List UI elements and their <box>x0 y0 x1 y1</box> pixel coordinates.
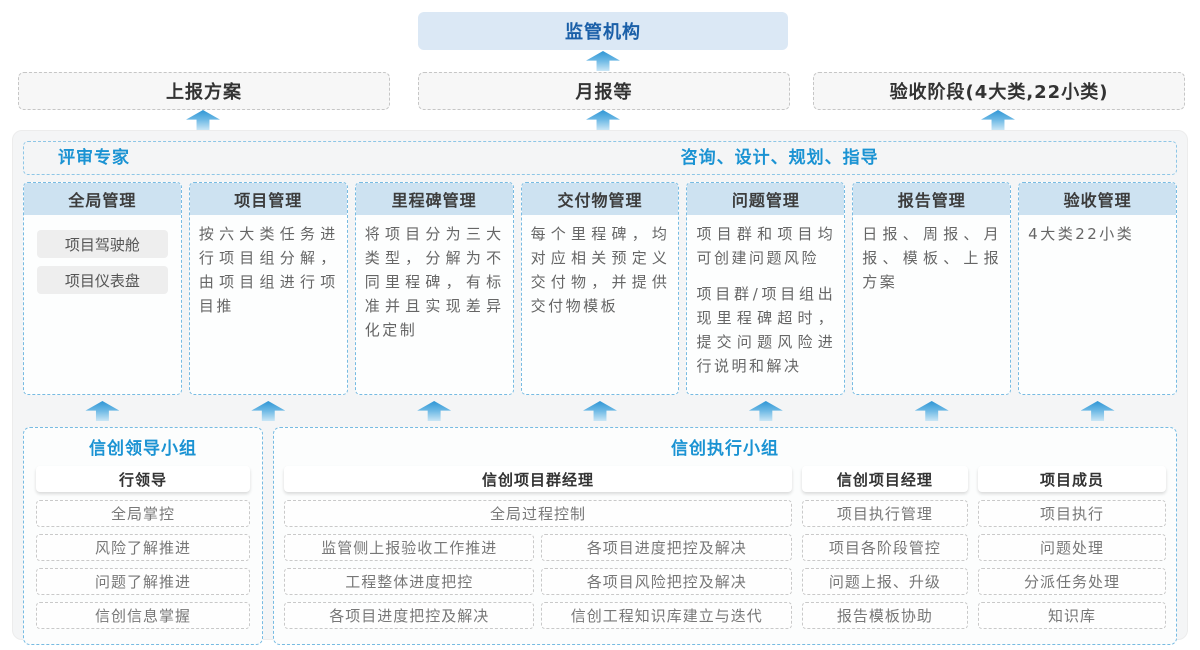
lead-group-items: 全局掌控风险了解推进问题了解推进信创信息掌握 <box>34 500 252 629</box>
task-item: 分派任务处理 <box>977 568 1167 595</box>
task-list: 项目执行管理项目各阶段管控问题上报、升级报告模板协助 <box>801 500 968 629</box>
column-title: 项目管理 <box>189 183 347 215</box>
column-text: 将项目分为三大类型，分解为不同里程碑，有标准并且实现差异化定制 <box>364 225 504 339</box>
role-header: 信创项目群经理 <box>284 466 792 492</box>
task-item: 信创工程知识库建立与迭代 <box>541 602 792 629</box>
arrow-cell <box>1018 401 1177 423</box>
task-list: 项目执行问题处理分派任务处理知识库 <box>977 500 1167 629</box>
column-body: 项目驾驶舱项目仪表盘 <box>24 215 181 394</box>
role-header: 信创项目经理 <box>801 466 968 492</box>
task-item: 信创信息掌握 <box>36 602 250 629</box>
up-arrow-icon <box>85 401 120 421</box>
up-arrow-icon <box>251 401 286 421</box>
role-header-bank-leader: 行领导 <box>36 466 250 492</box>
column-text: 4大类22小类 <box>1028 225 1135 243</box>
consult-design-label: 咨询、设计、规划、指导 <box>680 148 879 168</box>
column-5: 问题管理项目群和项目均可创建问题风险项目群/项目组出现里程碑超时，提交问题风险进… <box>686 182 846 395</box>
report-box-plan: 上报方案 <box>18 72 390 110</box>
column-title: 全局管理 <box>24 183 181 215</box>
bottom-groups: 信创领导小组 行领导 全局掌控风险了解推进问题了解推进信创信息掌握 信创执行小组… <box>23 427 1177 645</box>
up-arrow-icon <box>981 110 1015 130</box>
arrow-cell <box>23 401 182 423</box>
column-arrows <box>23 401 1177 423</box>
column-title: 里程碑管理 <box>355 183 513 215</box>
column-text: 项目群/项目组出现里程碑超时，提交问题风险进行说明和解决 <box>696 285 836 375</box>
report-box-monthly: 月报等 <box>418 72 790 110</box>
task-item: 监管侧上报验收工作推进 <box>284 534 535 561</box>
column-2: 项目管理按六大类任务进行项目组分解，由项目组进行项目推 <box>188 182 348 395</box>
experts-band: 评审专家 咨询、设计、规划、指导 <box>23 141 1177 175</box>
column-1: 全局管理项目驾驶舱项目仪表盘 <box>23 182 182 395</box>
task-list: 监管侧上报验收工作推进各项目进度把控及解决工程整体进度把控各项目风险把控及解决各… <box>284 534 792 629</box>
column-text: 日报、周报、月报、模板、上报方案 <box>862 225 1002 291</box>
column-3: 里程碑管理将项目分为三大类型，分解为不同里程碑，有标准并且实现差异化定制 <box>354 182 514 395</box>
column-body: 4大类22小类 <box>1019 215 1176 394</box>
task-item: 全局过程控制 <box>284 500 792 527</box>
task-item: 全局掌控 <box>36 500 250 527</box>
column-item: 项目仪表盘 <box>37 266 168 294</box>
task-item: 问题处理 <box>977 534 1167 561</box>
column-title: 问题管理 <box>687 183 845 215</box>
up-arrow-icon <box>186 110 220 130</box>
task-item: 各项目进度把控及解决 <box>284 602 535 629</box>
column-text: 每个里程碑，均对应相关预定义交付物，并提供交付物模板 <box>530 225 670 315</box>
arrow-cell <box>521 401 680 423</box>
exec-sections: 信创项目群经理全局过程控制监管侧上报验收工作推进各项目进度把控及解决工程整体进度… <box>284 466 1167 638</box>
column-body: 每个里程碑，均对应相关预定义交付物，并提供交付物模板 <box>522 215 679 394</box>
task-item: 问题上报、升级 <box>801 568 968 595</box>
column-6: 报告管理日报、周报、月报、模板、上报方案 <box>852 182 1012 395</box>
up-arrow-icon <box>583 401 617 421</box>
arrow-cell <box>852 401 1011 423</box>
column-body: 项目群和项目均可创建问题风险项目群/项目组出现里程碑超时，提交问题风险进行说明和… <box>687 215 844 394</box>
arrow-cell <box>686 401 845 423</box>
column-body: 日报、周报、月报、模板、上报方案 <box>853 215 1010 394</box>
column-item: 项目驾驶舱 <box>37 230 168 258</box>
arrow-cell <box>355 401 514 423</box>
column-body: 将项目分为三大类型，分解为不同里程碑，有标准并且实现差异化定制 <box>356 215 513 394</box>
task-item: 项目执行管理 <box>801 500 968 527</box>
column-7: 验收管理 4大类22小类 <box>1018 182 1178 395</box>
task-item: 各项目进度把控及解决 <box>541 534 792 561</box>
task-item: 风险了解推进 <box>36 534 250 561</box>
task-item: 知识库 <box>977 602 1167 629</box>
lead-group-title: 信创领导小组 <box>89 439 197 459</box>
column-title: 验收管理 <box>1019 183 1177 215</box>
report-box-acceptance: 验收阶段(4大类,22小类) <box>813 72 1185 110</box>
exec-section-3: 项目成员项目执行问题处理分派任务处理知识库 <box>977 466 1167 638</box>
task-item: 工程整体进度把控 <box>284 568 535 595</box>
up-arrow-icon <box>1080 401 1115 421</box>
column-text: 按六大类任务进行项目组分解，由项目组进行项目推 <box>198 225 338 315</box>
task-item: 报告模板协助 <box>801 602 968 629</box>
exec-section-1: 信创项目群经理全局过程控制监管侧上报验收工作推进各项目进度把控及解决工程整体进度… <box>284 466 792 638</box>
exec-group-panel: 信创执行小组 信创项目群经理全局过程控制监管侧上报验收工作推进各项目进度把控及解… <box>273 427 1177 645</box>
management-columns: 全局管理项目驾驶舱项目仪表盘项目管理按六大类任务进行项目组分解，由项目组进行项目… <box>23 182 1178 395</box>
column-title: 交付物管理 <box>521 183 679 215</box>
lead-group-panel: 信创领导小组 行领导 全局掌控风险了解推进问题了解推进信创信息掌握 <box>23 427 263 645</box>
review-experts-label: 评审专家 <box>58 148 130 168</box>
main-panel: 评审专家 咨询、设计、规划、指导 全局管理项目驾驶舱项目仪表盘项目管理按六大类任… <box>12 130 1188 645</box>
exec-section-2: 信创项目经理项目执行管理项目各阶段管控问题上报、升级报告模板协助 <box>801 466 968 638</box>
column-4: 交付物管理每个里程碑，均对应相关预定义交付物，并提供交付物模板 <box>520 182 680 395</box>
up-arrow-icon <box>748 401 783 421</box>
task-item: 项目各阶段管控 <box>801 534 968 561</box>
exec-group-title: 信创执行小组 <box>671 439 779 459</box>
arrow-cell <box>189 401 348 423</box>
up-arrow-icon <box>914 401 949 421</box>
regulator-box: 监管机构 <box>418 12 788 50</box>
role-header: 项目成员 <box>977 466 1167 492</box>
task-item: 各项目风险把控及解决 <box>541 568 792 595</box>
up-arrow-icon <box>586 51 620 71</box>
column-text: 项目群和项目均可创建问题风险 <box>696 225 836 267</box>
column-title: 报告管理 <box>853 183 1011 215</box>
up-arrow-icon <box>417 401 452 421</box>
task-item: 问题了解推进 <box>36 568 250 595</box>
task-item: 项目执行 <box>977 500 1167 527</box>
column-body: 按六大类任务进行项目组分解，由项目组进行项目推 <box>190 215 347 394</box>
up-arrow-icon <box>586 110 620 130</box>
